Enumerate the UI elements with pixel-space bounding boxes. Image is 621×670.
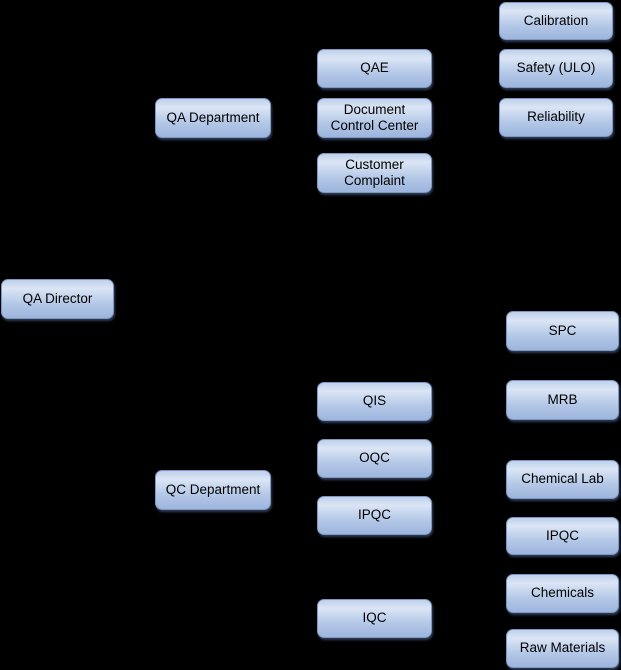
node-reliability: Reliability — [499, 98, 613, 137]
node-iqc: IQC — [317, 599, 432, 638]
node-qa-department: QA Department — [155, 98, 271, 138]
node-chemical-lab: Chemical Lab — [506, 460, 619, 499]
node-spc: SPC — [506, 311, 619, 351]
node-qc-department: QC Department — [155, 470, 271, 510]
node-qa-director: QA Director — [1, 279, 114, 319]
node-qae: QAE — [317, 49, 432, 88]
node-customer-complaint: Customer Complaint — [317, 153, 432, 193]
node-raw-materials: Raw Materials — [506, 629, 619, 668]
node-ipqc: IPQC — [317, 496, 432, 535]
node-oqc: OQC — [317, 439, 432, 478]
node-qis: QIS — [317, 382, 432, 421]
node-calibration: Calibration — [499, 2, 613, 40]
node-chemicals: Chemicals — [506, 574, 619, 613]
node-ipqc-2: IPQC — [506, 517, 619, 555]
node-safety-ulo: Safety (ULO) — [499, 49, 613, 88]
node-mrb: MRB — [506, 380, 619, 420]
node-document-control-center: Document Control Center — [317, 98, 432, 138]
